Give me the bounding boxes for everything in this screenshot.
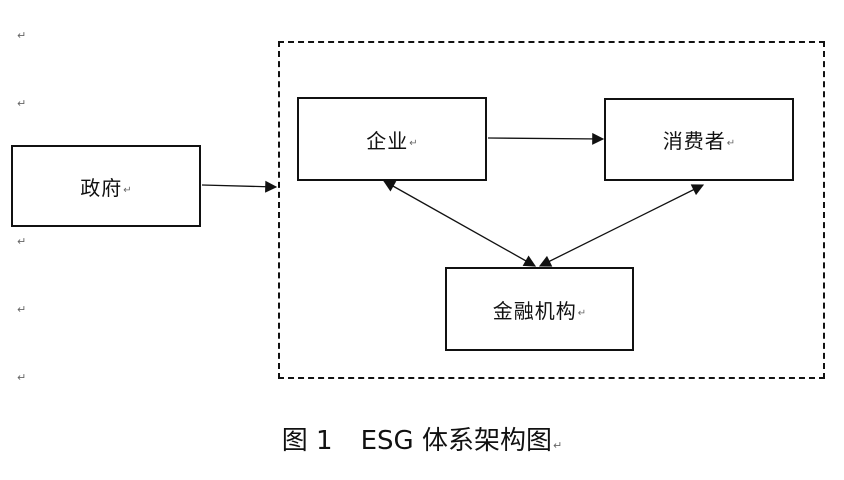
esg-system-container <box>278 41 825 379</box>
enterprise-label: 企业 <box>366 128 409 153</box>
paragraph-mark: ↵ <box>17 97 27 110</box>
edge-enterprise-finance <box>382 180 537 267</box>
paragraph-mark: ↵ <box>17 371 27 384</box>
figure-number: 图 1 <box>281 426 333 456</box>
figure-caption: 图 1 ESG 体系架构图↵ <box>0 420 844 457</box>
edge-consumer-finance <box>538 184 705 267</box>
figure-title: ESG 体系架构图 <box>360 426 552 456</box>
government-label: 政府 <box>80 175 123 200</box>
paragraph-mark: ↵ <box>409 137 418 149</box>
paragraph-mark: ↵ <box>726 138 736 149</box>
edge-government-to-system <box>201 180 278 193</box>
finance-node: 金融机构↵ <box>445 267 634 351</box>
enterprise-node: 企业↵ <box>297 97 487 181</box>
paragraph-mark: ↵ <box>17 235 27 248</box>
paragraph-mark: ↵ <box>577 307 587 319</box>
paragraph-mark: ↵ <box>17 29 27 42</box>
paragraph-mark: ↵ <box>123 184 132 196</box>
paragraph-mark: ↵ <box>17 303 27 316</box>
paragraph-mark: ↵ <box>552 439 563 452</box>
finance-label: 金融机构 <box>492 298 577 323</box>
edge-enterprise-to-consumer <box>487 132 605 145</box>
consumer-node: 消费者↵ <box>604 98 794 181</box>
government-node: 政府↵ <box>11 145 201 227</box>
consumer-label: 消费者 <box>662 129 726 153</box>
